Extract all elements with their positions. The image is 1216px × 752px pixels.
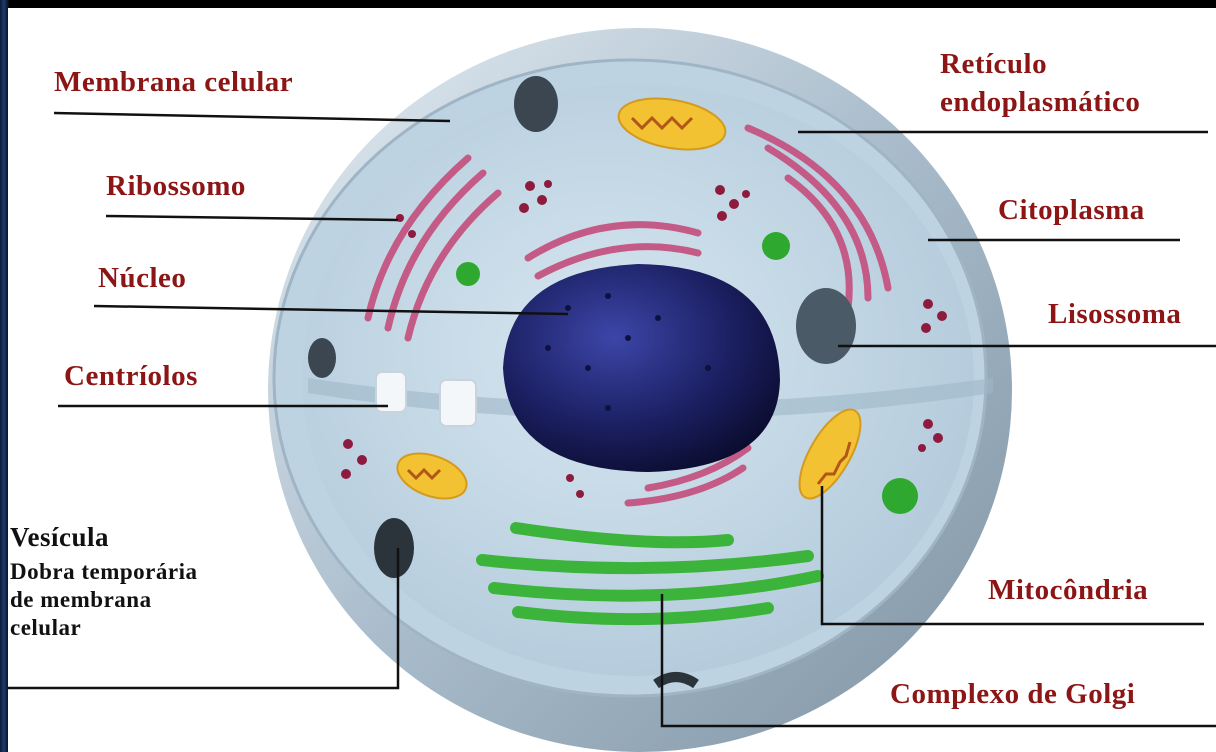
label-membrana-celular: Membrana celular [54,66,293,99]
membrane-pore [514,76,558,132]
label-nucleo: Núcleo [98,262,186,295]
nucleus [503,264,780,472]
label-reticulo-line2: endoplasmático [940,86,1140,119]
green-vesicle [762,232,790,260]
leader-membrana [54,113,450,121]
label-mitocondria: Mitocôndria [988,574,1148,607]
label-vesicula-description: Dobra temporária de membrana celular [10,558,198,642]
lysosome [796,288,856,364]
label-vesicula-title: Vesícula [10,522,109,553]
membrane-pore [308,338,336,378]
label-centriolos: Centríolos [64,360,198,393]
label-ribossomo: Ribossomo [106,170,246,203]
green-vesicle [882,478,918,514]
label-complexo-golgi: Complexo de Golgi [890,678,1135,711]
green-vesicle [456,262,480,286]
diagram-panel: Membrana celular Ribossomo Núcleo Centrí… [8,8,1216,752]
label-lisossoma: Lisossoma [1048,298,1181,331]
membrane-pore [374,518,414,578]
label-reticulo-line1: Retículo [940,48,1047,81]
label-citoplasma: Citoplasma [998,194,1145,227]
